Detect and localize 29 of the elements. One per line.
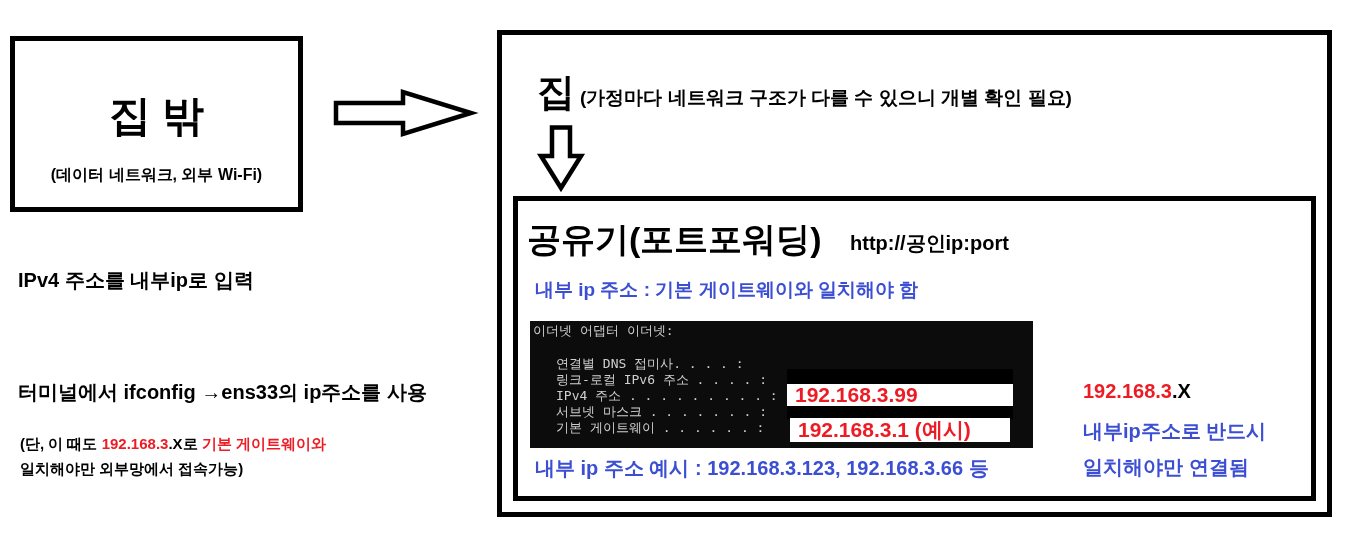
highlight-box [787, 384, 1013, 406]
location-box [497, 30, 1332, 517]
ip-address: 192.168.3.99 [795, 384, 918, 406]
terminal-line: 연결별 DNS 접미사. . . . : [556, 356, 744, 372]
terminal-line: 기본 게이트웨이 . . . . . . : [556, 420, 765, 436]
terminal-line: 서브넷 마스크 . . . . . . . : [556, 404, 768, 420]
terminal-line: 링크-로컬 IPv6 주소 . . . . : [556, 372, 768, 388]
url-text: http://공인ip:port [850, 231, 1009, 255]
box-title: 집 [537, 70, 575, 115]
note-text: 내부 ip 주소 예시 : 192.168.3.123, 192.168.3.66 등 [535, 456, 989, 480]
ip-address: 192.168.3.X [1083, 379, 1191, 403]
block-arrow [333, 88, 479, 138]
terminal-line: IPv4 주소 . . . . . . . . . : [556, 388, 778, 404]
note-text: IPv4 주소를 내부ip로 입력 [18, 268, 254, 292]
note-text: 터미널에서 ifconfig →ens33의 ip주소를 사용 [18, 380, 427, 405]
box-title: 집 밖 [108, 91, 205, 141]
location-box [10, 36, 303, 212]
terminal-window [530, 321, 1033, 448]
highlight-box [790, 418, 1010, 442]
note-text: (단, 이 때도 192.168.3.X로 기본 게이트웨이와 일치해야만 외부망에서 접속가능) [20, 434, 327, 479]
note-text: 내부 ip 주소 : 기본 게이트웨이와 일치해야 함 [535, 279, 919, 302]
box-subtitle: (데이터 네트워크, 외부 Wi-Fi) [50, 165, 263, 185]
note-text: 내부ip주소로 반드시 일치해야만 연결됨 [1083, 419, 1268, 480]
terminal-line: 이더넷 어댑터 이더넷: [533, 323, 674, 339]
block-arrow [536, 125, 586, 193]
box-title: 공유기(포트포워딩) [527, 219, 822, 260]
router-box [513, 196, 1316, 501]
note-text: (가정마다 네트워크 구조가 다를 수 있으니 개별 확인 필요) [580, 87, 1072, 110]
ip-address: 192.168.3.1 (예시) [798, 418, 971, 442]
